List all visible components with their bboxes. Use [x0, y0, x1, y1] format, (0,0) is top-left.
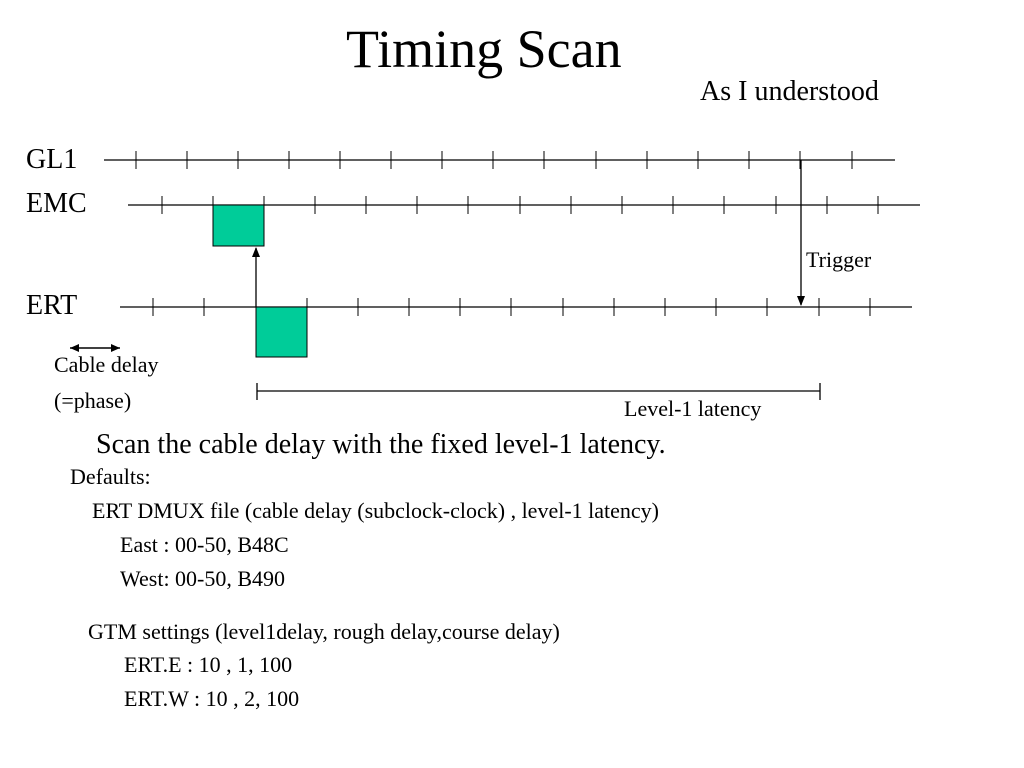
level1-latency-label: Level-1 latency [624, 396, 762, 421]
row-label-gl1: GL1 [26, 144, 78, 175]
emc-clock-line [128, 196, 920, 247]
cable-delay-phase-label: (=phase) [54, 388, 132, 413]
gl1-ticks [135, 151, 853, 169]
ert-w-setting: ERT.W : 10 , 2, 100 [124, 686, 300, 711]
cable-delay-label: Cable delay [54, 352, 159, 377]
trigger-label: Trigger [806, 247, 872, 272]
dmux-file-note: ERT DMUX file (cable delay (subclock-clo… [92, 498, 659, 523]
cable-delay-arrow [70, 344, 120, 352]
row-label-ert: ERT [26, 290, 78, 321]
page-title: Timing Scan [346, 19, 622, 79]
ert-clock-line [120, 298, 912, 358]
gtm-settings-heading: GTM settings (level1delay, rough delay,c… [88, 619, 560, 644]
row-label-emc: EMC [26, 188, 87, 219]
ert-e-setting: ERT.E : 10 , 1, 100 [124, 652, 293, 677]
level1-latency-bracket [256, 383, 821, 400]
east-setting: East : 00-50, B48C [120, 532, 289, 557]
page-subtitle: As I understood [700, 76, 879, 107]
gl1-clock-line [104, 151, 895, 169]
defaults-heading: Defaults: [70, 464, 151, 489]
scan-description: Scan the cable delay with the fixed leve… [96, 429, 666, 460]
ert-pulse [255, 306, 308, 358]
emc-pulse [212, 204, 265, 247]
west-setting: West: 00-50, B490 [120, 566, 286, 591]
